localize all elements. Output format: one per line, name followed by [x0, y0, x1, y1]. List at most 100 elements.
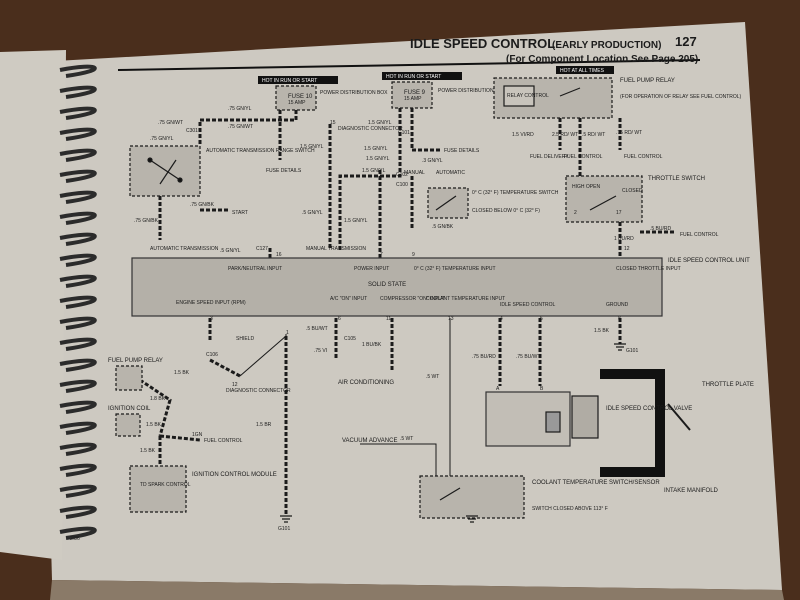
- spiral-ring: [59, 400, 97, 414]
- pin: 8: [618, 316, 621, 322]
- pin: 3: [210, 316, 213, 322]
- switch-arm: [589, 195, 617, 211]
- spiral-ring: [59, 484, 97, 498]
- spiral-ring: [59, 274, 97, 288]
- engine-speed-input: ENGINE SPEED INPUT (RPM): [176, 300, 246, 306]
- spiral-binding: [59, 64, 97, 540]
- spiral-ring: [59, 148, 97, 162]
- connector-c100: C100: [396, 182, 408, 188]
- ground-g101: G101: [278, 526, 290, 532]
- wire-label: .75 BU/RD: [472, 354, 496, 360]
- hot-at-all-times: HOT AT ALL TIMES: [560, 68, 605, 74]
- spiral-ring: [59, 442, 97, 456]
- power-distribution-label: POWER DISTRIBUTION BOX: [320, 90, 388, 96]
- fuse-box-10: HOT IN RUN OR START FUSE 10 15 AMP POWER…: [258, 76, 388, 111]
- temp-switch-note: CLOSED BELOW 0° C (32° F): [472, 208, 540, 214]
- wire: [198, 110, 298, 146]
- ground-symbols: [280, 343, 626, 523]
- vacuum-advance: VACUUM ADVANCE: [342, 438, 397, 444]
- spiral-ring: [59, 421, 97, 435]
- fuel-pump-relay: HOT AT ALL TIMES RELAY CONTROL FUEL PUMP…: [493, 66, 742, 119]
- connector-c105: C105: [344, 336, 356, 342]
- spiral-ring: [59, 169, 97, 183]
- spiral-ring: [59, 358, 97, 372]
- closed-label: CLOSED: [622, 188, 643, 194]
- page-title-suffix: (EARLY PRODUCTION): [552, 40, 661, 51]
- pin: 15: [330, 120, 336, 126]
- wire: [410, 108, 440, 152]
- coolant-sensor-label: COOLANT TEMPERATURE SWITCH/SENSOR: [532, 480, 660, 486]
- pin: B: [540, 386, 544, 392]
- coolant-temp-input: COOLANT TEMPERATURE INPUT: [426, 296, 505, 302]
- fuse-amps: 15 AMP: [288, 100, 306, 106]
- wire: [159, 434, 201, 442]
- closed-throttle-input: CLOSED THROTTLE INPUT: [616, 266, 681, 272]
- manifold-wall: [600, 369, 665, 477]
- pin: 11: [386, 316, 391, 322]
- spiral-ring: [59, 505, 97, 519]
- control-unit: SOLID STATE PARK/NEUTRAL INPUT POWER INP…: [131, 257, 750, 317]
- coil-box: [115, 413, 141, 437]
- valve-mount: [571, 395, 599, 439]
- wire-label: 1.5 BK: [140, 448, 156, 454]
- fuel-pump-relay-note: (FOR OPERATION OF RELAY SEE FUEL CONTROL…: [620, 94, 742, 100]
- fuse-box-9: HOT IN RUN OR START FUSE 9 15 AMP POWER …: [382, 72, 506, 109]
- wire-label: 1.5 BK: [174, 370, 190, 376]
- spiral-ring: [59, 127, 97, 141]
- wire-label: 2.5 RD/ WT: [552, 132, 578, 138]
- wire: [360, 443, 437, 476]
- idle-speed-unit-name: IDLE SPEED CONTROL UNIT: [668, 258, 750, 264]
- spiral-ring: [59, 463, 97, 477]
- connector-c101: C101: [398, 130, 410, 136]
- wire-label: 1GN: [192, 432, 203, 438]
- fuel-pump-relay-name: FUEL PUMP RELAY: [620, 78, 675, 84]
- connector-c301: C301: [186, 128, 198, 134]
- page-title: IDLE SPEED CONTROL: [410, 36, 555, 51]
- page-shadow: [50, 580, 784, 600]
- diagnostic-connector-2: DIAGNOSTIC CONNECTOR: [226, 388, 291, 394]
- throttle-switch-name: THROTTLE SWITCH: [648, 176, 705, 182]
- spiral-ring: [59, 232, 97, 246]
- pin: 16: [276, 252, 282, 258]
- temp-switch-title: 0° C (32° F) TEMPERATURE SWITCH: [472, 190, 559, 196]
- throttle-plate-shape: [667, 403, 691, 431]
- relay-control-box: [503, 85, 535, 107]
- left-page-edge: [0, 50, 66, 560]
- wire-label: .3 GN/YL: [422, 158, 443, 164]
- fuse-label: FUSE 9: [404, 90, 426, 96]
- control-unit-body: [131, 257, 663, 317]
- fuse-label: FUSE 10: [288, 94, 313, 100]
- wiring: [139, 108, 676, 516]
- relay-control-label: RELAY CONTROL: [507, 93, 549, 99]
- pin-numbers: 7 9 16 12 3 1 6 11 13 4 5 8 A B 15 2 17: [210, 120, 630, 392]
- wire-label: 1.5 GN/YL: [300, 144, 324, 150]
- switch-terminal: [147, 157, 153, 163]
- connector-labels: C301 C101 C102 C100 C127 C105 C106 DIAGN…: [186, 126, 410, 394]
- coolant-sensor: COOLANT TEMPERATURE SWITCH/SENSOR SWITCH…: [419, 475, 660, 519]
- wire: [338, 108, 402, 250]
- wire-label: .75 GN/BK: [190, 202, 215, 208]
- wire-label: 1.5 GN/YL: [364, 146, 388, 152]
- ignition-coil: IGNITION COIL: [108, 406, 151, 437]
- relay-contact: [559, 87, 581, 97]
- fuse-box-header: HOT IN RUN OR START: [262, 78, 317, 84]
- ignition-coil-label: IGNITION COIL: [108, 406, 151, 412]
- manual-transmission: MANUAL TRANSMISSION: [306, 246, 366, 252]
- ground-symbol: [614, 343, 626, 351]
- spiral-ring: [59, 253, 97, 267]
- pin: 7: [380, 252, 383, 258]
- solid-state-label: SOLID STATE: [368, 282, 406, 288]
- spiral-ring: [59, 526, 97, 540]
- wire-label: .75 GN/YL: [150, 136, 174, 142]
- fuse-box-outline: [275, 85, 317, 111]
- fuel-pump-relay-lower: FUEL PUMP RELAY: [108, 358, 163, 391]
- pin: 4: [500, 316, 503, 322]
- ac-on-input: A/C "ON" INPUT: [330, 296, 367, 302]
- pin: 17: [616, 210, 622, 216]
- spiral-ring: [59, 379, 97, 393]
- wire-label: .5 BU/RD: [650, 226, 672, 232]
- wire-label: 1.5 GN/YL: [366, 156, 390, 162]
- fuel-control-3: FUEL CONTROL: [680, 232, 719, 238]
- wire-label: 1.5 BK: [594, 328, 610, 334]
- fuse-box-header: HOT IN RUN OR START: [386, 74, 441, 80]
